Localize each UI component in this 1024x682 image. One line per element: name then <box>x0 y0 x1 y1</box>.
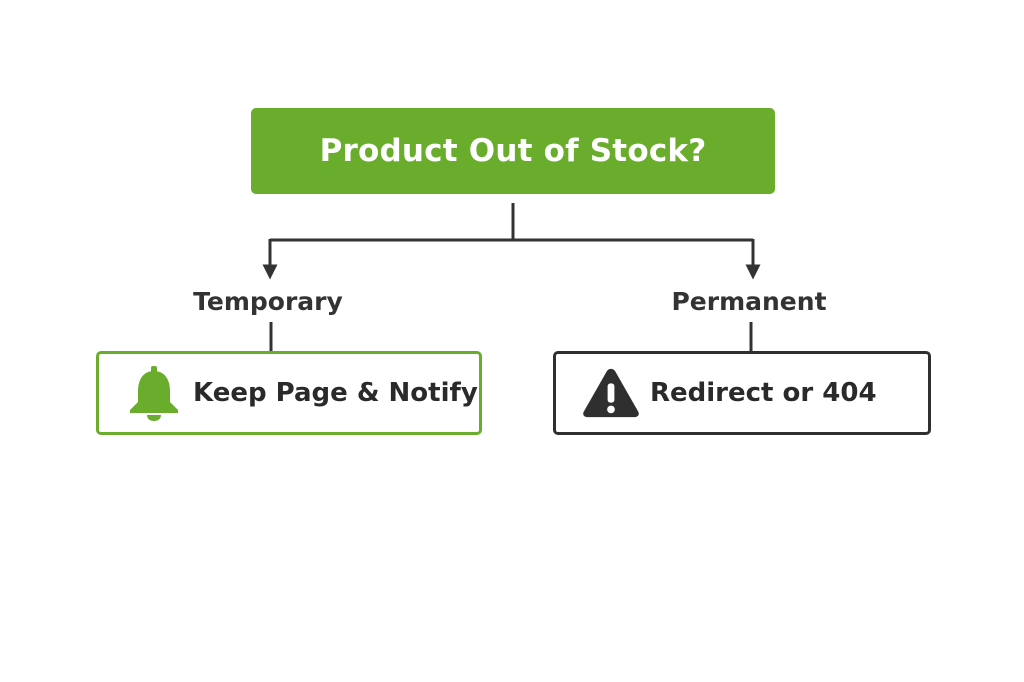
outcome-label-redirect: Redirect or 404 <box>650 378 877 408</box>
outcome-label-keep-page: Keep Page & Notify <box>193 378 478 408</box>
bell-icon <box>125 364 183 422</box>
branch-label-temporary: Temporary <box>193 287 343 316</box>
decision-node: Product Out of Stock? <box>251 108 775 194</box>
warning-icon <box>582 364 640 422</box>
outcome-node-keep-page: Keep Page & Notify <box>96 351 482 435</box>
outcome-node-redirect: Redirect or 404 <box>553 351 931 435</box>
branch-label-permanent: Permanent <box>671 287 827 316</box>
decision-label: Product Out of Stock? <box>319 133 707 169</box>
